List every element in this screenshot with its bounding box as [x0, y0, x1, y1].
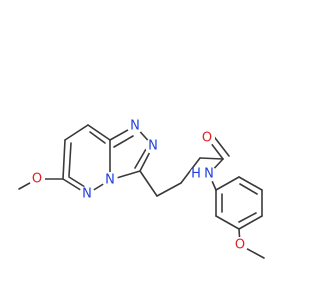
bond-c4-c3a [87, 124, 111, 141]
atom-h-amide: H [190, 167, 204, 182]
bond-ar4-ar5 [238, 215, 263, 230]
bond-ar2-ar3-double [239, 183, 258, 195]
atom-label-n: N [204, 167, 214, 182]
atom-o-methoxy-left: O [29, 171, 45, 187]
molecule-structure: O N N N N O N [18, 118, 265, 259]
atom-n-triazole-top: N [127, 118, 143, 134]
atom-n-amide: N [201, 166, 217, 182]
molecule-svg: O N N N N O N [18, 118, 265, 259]
bond-ch2a-ch2b [156, 182, 182, 197]
atom-o-carbonyl: O [199, 130, 215, 146]
bond-npyr-c6-double [68, 176, 86, 188]
bond-ar1-ar2 [215, 176, 240, 191]
atom-o-methoxy-right: O [232, 237, 248, 253]
bond-c5-c4 [64, 124, 89, 141]
bond-nright-c3-double [134, 148, 147, 169]
atom-n-triazole-right: N [145, 138, 161, 154]
atom-label-layer: O N N N N O N [29, 118, 248, 253]
atom-label-n: N [148, 139, 158, 154]
atom-n-bridge: N [102, 172, 118, 188]
atom-label-n: N [105, 173, 115, 188]
atom-label-o: O [32, 172, 42, 187]
atom-label-n: N [82, 187, 92, 202]
atom-n-pyridazine: N [79, 186, 95, 202]
atom-label-n: N [130, 119, 140, 134]
bond-c3a-ntop-double [113, 135, 134, 148]
atom-label-o: O [235, 238, 245, 253]
bond-ar5-ar6 [215, 215, 240, 230]
bond-c4-c3a-double [89, 131, 106, 144]
bond-c3-ch2a [139, 170, 158, 197]
atom-label-o: O [202, 131, 212, 146]
bond-ch2b-ch2c [180, 157, 201, 184]
bond-ar2-ar3 [238, 176, 263, 191]
bond-ar4-ar5-double [238, 212, 257, 223]
atom-label-h: H [191, 167, 201, 182]
bond-ch2c-carbonyl-c [199, 157, 224, 160]
bond-c6-c5-double [68, 142, 72, 177]
bond-layer [18, 124, 265, 259]
bond-c6-c5 [62, 139, 66, 180]
